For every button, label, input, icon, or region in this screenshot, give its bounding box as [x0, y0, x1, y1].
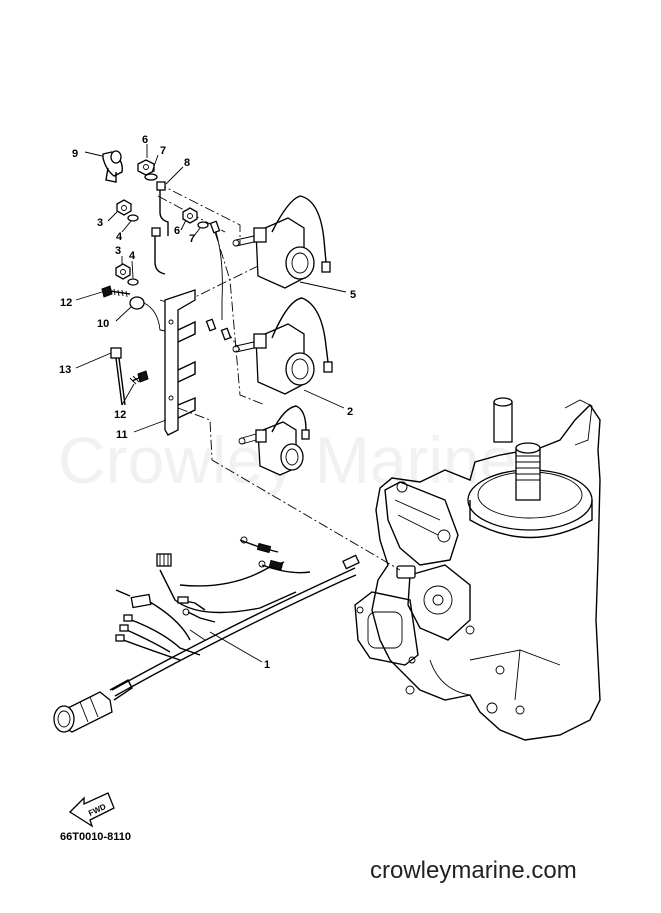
nut-part-6a [137, 159, 155, 176]
nut-part-3a [116, 199, 132, 216]
callout-7b: 7 [189, 233, 195, 245]
bolt-part-12b [129, 370, 149, 385]
diagram-part-code: 66T0010-8110 [60, 831, 131, 843]
callout-8: 8 [184, 157, 190, 169]
callout-2: 2 [347, 406, 353, 418]
callout-13: 13 [59, 364, 71, 376]
engine-block [354, 397, 601, 741]
fwd-arrow-icon: FWD [68, 792, 115, 828]
washer-part-4b [127, 278, 139, 286]
bracket-part-11 [164, 289, 196, 436]
wire-harness-part-1 [53, 536, 360, 733]
spring-clip-part-8 [151, 181, 169, 275]
nut-part-6b [182, 207, 198, 224]
ignition-coil-part-5 [232, 195, 331, 289]
washer-part-7a [144, 173, 158, 181]
cable-tie-part-13 [110, 347, 126, 406]
callout-9: 9 [72, 148, 78, 160]
callout-7a: 7 [160, 145, 166, 157]
callout-1: 1 [264, 659, 270, 671]
callout-3a: 3 [97, 217, 103, 229]
ignition-coil-lower [238, 405, 310, 476]
washer-part-4a [127, 214, 139, 222]
washer-part-7b [197, 221, 209, 229]
callout-4a: 4 [116, 231, 123, 243]
callout-leaders [75, 144, 347, 663]
ignition-coil-part-2 [232, 297, 333, 395]
callout-3b: 3 [115, 245, 121, 257]
grommet-part-9 [102, 150, 123, 183]
bolt-part-12a [101, 285, 131, 298]
callout-11: 11 [116, 429, 128, 441]
coil-terminals [205, 220, 232, 341]
callout-6a: 6 [142, 134, 148, 146]
site-url[interactable]: crowleymarine.com [370, 857, 577, 884]
callout-6b: 6 [174, 225, 180, 237]
grommet-part-10 [129, 296, 171, 333]
callout-12a: 12 [60, 297, 72, 309]
callout-12b: 12 [114, 409, 126, 421]
callout-4b: 4 [129, 250, 136, 262]
nut-part-3b [115, 263, 131, 280]
callout-10: 10 [97, 318, 109, 330]
callout-5: 5 [350, 289, 356, 301]
